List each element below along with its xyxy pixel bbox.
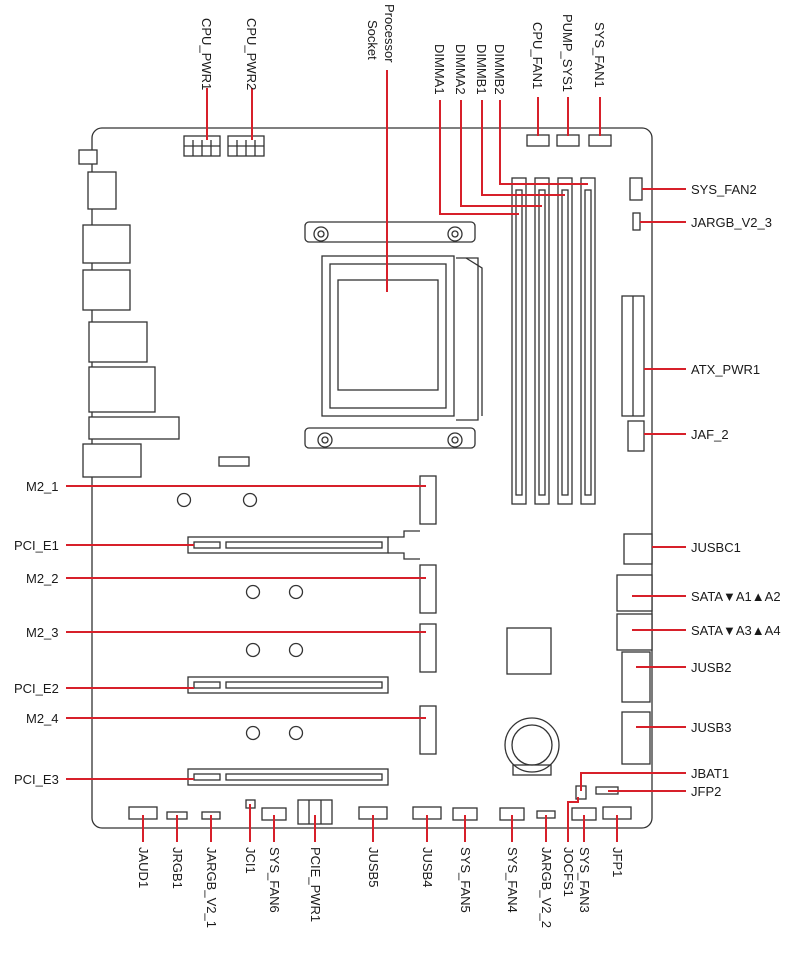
label-jusb2: JUSB2	[691, 660, 731, 675]
label-dimma2: DIMMA2	[453, 44, 468, 95]
dimm-slots	[511, 177, 596, 505]
cmos-battery	[504, 717, 560, 776]
m2-4-slot	[419, 705, 437, 755]
label-pci-e1: PCI_E1	[14, 538, 59, 553]
label-jfp2: JFP2	[691, 784, 721, 799]
pci-e3-slot	[187, 768, 389, 786]
m2-2-slot	[419, 564, 437, 614]
label-cpu-fan1: CPU_FAN1	[530, 22, 545, 89]
label-processor: Processor	[382, 4, 397, 63]
label-sys-fan6: SYS_FAN6	[267, 847, 282, 913]
label-sys-fan3: SYS_FAN3	[577, 847, 592, 913]
sys-fan1-header	[588, 134, 612, 147]
sata-a3a4-connector	[616, 613, 653, 651]
cpu-fan1-header	[526, 134, 550, 147]
label-sys-fan5: SYS_FAN5	[458, 847, 473, 913]
label-pcie-pwr1: PCIE_PWR1	[308, 847, 323, 922]
m2-3-slot	[419, 623, 437, 673]
atx-pwr1-connector	[621, 295, 645, 417]
label-pci-e2: PCI_E2	[14, 681, 59, 696]
jusbc1-connector	[623, 533, 653, 565]
label-pump-sys1: PUMP_SYS1	[560, 14, 575, 92]
right-labels: SYS_FAN2 JARGB_V2_3 ATX_PWR1 JAF_2 JUSBC…	[691, 182, 781, 799]
processor-socket	[304, 221, 483, 449]
m2-standoffs	[176, 492, 304, 741]
label-sata-a3a4: SATA▼A3▲A4	[691, 623, 781, 638]
label-jusb3: JUSB3	[691, 720, 731, 735]
label-dimma1: DIMMA1	[432, 44, 447, 95]
leader-lines	[66, 70, 686, 842]
label-sys-fan4: SYS_FAN4	[505, 847, 520, 913]
label-jaud1: JAUD1	[136, 847, 151, 888]
pci-e2-slot	[187, 676, 389, 694]
label-dimmb1: DIMMB1	[474, 44, 489, 95]
label-jargb-v2-1: JARGB_V2_1	[204, 847, 219, 928]
label-sys-fan2: SYS_FAN2	[691, 182, 757, 197]
label-jaf-2: JAF_2	[691, 427, 729, 442]
label-m2-1: M2_1	[26, 479, 59, 494]
label-jusb5: JUSB5	[366, 847, 381, 887]
cpu-pwr2-connector	[227, 135, 265, 157]
sys-fan2-header	[629, 177, 643, 201]
label-jbat1: JBAT1	[691, 766, 729, 781]
label-dimmb2: DIMMB2	[492, 44, 507, 95]
jargb-v2-3-header	[632, 212, 641, 231]
rear-io-panel	[78, 149, 180, 478]
label-m2-2: M2_2	[26, 571, 59, 586]
left-labels: M2_1 PCI_E1 M2_2 M2_3 PCI_E2 M2_4 PCI_E3	[14, 479, 59, 787]
label-sata-a1a2: SATA▼A1▲A2	[691, 589, 781, 604]
pump-sys1-header	[556, 134, 580, 147]
bottom-labels: JAUD1 JRGB1 JARGB_V2_1 JCI1 SYS_FAN6 PCI…	[136, 847, 625, 928]
top-labels: CPU_PWR1 CPU_PWR2 Processor Socket DIMMA…	[199, 4, 607, 95]
label-cpu-pwr1: CPU_PWR1	[199, 18, 214, 90]
label-m2-4: M2_4	[26, 711, 59, 726]
label-jci1: JCI1	[243, 847, 258, 874]
sata-a1a2-connector	[616, 574, 653, 612]
pci-e1-slot	[187, 530, 420, 560]
label-jargb-v2-2: JARGB_V2_2	[539, 847, 554, 928]
label-socket: Socket	[365, 20, 380, 60]
jaf-2-header	[627, 420, 645, 452]
jusb2-header	[621, 651, 651, 703]
label-jargb-v2-3: JARGB_V2_3	[691, 215, 772, 230]
label-jfp1: JFP1	[610, 847, 625, 877]
label-jocfs1: JOCFS1	[561, 847, 576, 897]
label-cpu-pwr2: CPU_PWR2	[244, 18, 259, 90]
io-small-header	[218, 456, 250, 467]
chipset	[506, 627, 552, 675]
jusb3-header	[621, 711, 651, 765]
cpu-pwr1-connector	[183, 135, 221, 157]
label-sys-fan1: SYS_FAN1	[592, 22, 607, 88]
label-m2-3: M2_3	[26, 625, 59, 640]
label-jusb4: JUSB4	[420, 847, 435, 887]
label-atx-pwr1: ATX_PWR1	[691, 362, 760, 377]
m2-1-slot	[419, 475, 437, 525]
label-pci-e3: PCI_E3	[14, 772, 59, 787]
label-jusbc1: JUSBC1	[691, 540, 741, 555]
label-jrgb1: JRGB1	[170, 847, 185, 889]
